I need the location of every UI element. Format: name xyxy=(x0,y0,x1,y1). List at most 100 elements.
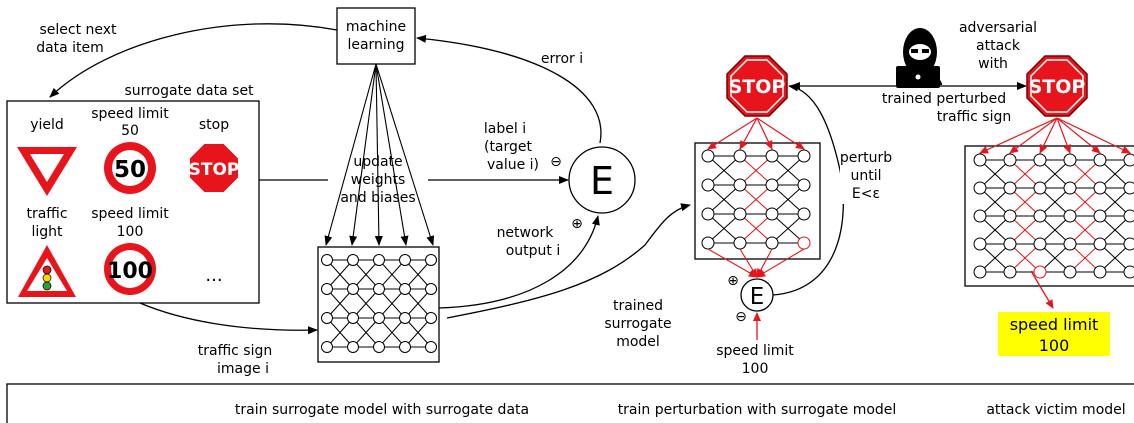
label-i-2: (target xyxy=(484,139,533,155)
network-edge xyxy=(771,184,805,215)
trained-surrogate-label-3: model xyxy=(616,334,660,350)
adversarial-label-1: adversarial xyxy=(959,20,1037,36)
trained-surrogate-arrow xyxy=(446,203,691,319)
input-arrow xyxy=(1056,117,1131,154)
traffic-sign-image-label-1: traffic sign xyxy=(198,343,272,359)
network-node xyxy=(425,283,437,295)
network-edge xyxy=(1099,159,1131,189)
network-node xyxy=(1003,237,1017,251)
network-node xyxy=(1033,209,1047,223)
network-edge xyxy=(707,184,741,215)
perturbation-stop-sign-border xyxy=(730,59,784,113)
input-arrow xyxy=(739,117,758,150)
speed-limit-50-label-2: 50 xyxy=(121,123,139,139)
traffic-light-yellow xyxy=(42,273,52,283)
dataset-ellipsis: ... xyxy=(205,265,222,286)
surrogate-data-set-title: surrogate data set xyxy=(124,83,254,99)
stop-sign-text: STOP xyxy=(189,160,240,180)
network-node xyxy=(321,312,333,324)
network-node xyxy=(733,207,747,221)
network-edge xyxy=(404,288,432,319)
trained-perturbed-label-1: trained perturbed xyxy=(882,91,1006,107)
network-node xyxy=(1063,237,1077,251)
trained-surrogate-label-2: surrogate xyxy=(604,316,671,332)
network-edge xyxy=(378,317,406,348)
machine-learning-label-1: machine xyxy=(346,19,406,35)
machine-learning-label-2: learning xyxy=(347,37,404,53)
network-node xyxy=(1123,181,1134,195)
network-edge xyxy=(1009,215,1041,245)
network-node xyxy=(1093,209,1107,223)
speed-limit-100-sign-text: 100 xyxy=(107,259,153,284)
yield-label: yield xyxy=(30,117,64,133)
network-node xyxy=(1063,265,1077,279)
network-node xyxy=(733,178,747,192)
network-edge xyxy=(1009,159,1041,189)
network-node xyxy=(347,254,359,266)
network-edge xyxy=(326,259,354,290)
error-node xyxy=(568,146,636,214)
label-i-3: value i) xyxy=(487,157,539,173)
victim-stop-sign-text: STOP xyxy=(1029,76,1086,98)
traffic-light-label-1: traffic xyxy=(26,206,67,222)
network-edge xyxy=(1039,187,1071,217)
network-edge xyxy=(1099,187,1131,217)
input-arrow xyxy=(756,117,773,150)
network-edge xyxy=(1069,187,1101,217)
input-arrow xyxy=(756,117,805,150)
network-edge xyxy=(979,243,1011,273)
network-output-arrow xyxy=(438,215,600,309)
network-node xyxy=(1093,265,1107,279)
phase-attack: attack victim model xyxy=(986,402,1125,418)
network-node xyxy=(701,236,715,250)
network-node xyxy=(733,236,747,250)
network-edge xyxy=(1009,243,1041,273)
input-arrow xyxy=(1039,117,1058,154)
label-i-1: label i xyxy=(484,121,526,137)
network-node xyxy=(425,312,437,324)
perturbation-stop-sign-text: STOP xyxy=(729,76,786,98)
network-edge xyxy=(1009,187,1041,217)
network-edge xyxy=(707,213,741,244)
error-arrow xyxy=(416,34,602,144)
network-node xyxy=(701,207,715,221)
network-node xyxy=(797,149,811,163)
network-edge xyxy=(404,317,432,348)
network-node xyxy=(1033,237,1047,251)
speed-limit-100-label-2: 100 xyxy=(117,224,144,240)
network-node xyxy=(1033,181,1047,195)
network-node xyxy=(1003,209,1017,223)
network-node xyxy=(1093,153,1107,167)
input-arrow xyxy=(707,117,758,150)
network-edge xyxy=(1069,243,1101,273)
speed-limit-target-label-2: 100 xyxy=(742,361,769,377)
surrogate-network xyxy=(321,254,437,353)
network-node xyxy=(797,207,811,221)
network-node xyxy=(373,254,385,266)
network-node xyxy=(765,207,779,221)
network-output-label-1: network xyxy=(497,225,555,241)
network-edge xyxy=(1099,215,1131,245)
network-node xyxy=(1123,153,1134,167)
minus-sign-e2: ⊖ xyxy=(735,309,747,325)
network-edge xyxy=(352,259,380,290)
network-node xyxy=(1123,265,1134,279)
input-arrow xyxy=(1056,117,1101,154)
network-edge xyxy=(739,155,773,186)
network-edge xyxy=(979,215,1011,245)
stop-sign-icon xyxy=(188,142,240,194)
speed-limit-50-sign-text: 50 xyxy=(114,157,146,183)
network-node xyxy=(347,283,359,295)
network-node xyxy=(765,149,779,163)
trained-surrogate-label-1: trained xyxy=(613,298,663,314)
network-edge xyxy=(352,317,380,348)
victim-output-label-1: speed limit xyxy=(1010,315,1099,334)
perturb-until-label-2: until xyxy=(850,168,881,184)
speed-limit-50-inner xyxy=(112,150,148,186)
speed-limit-50-label-1: speed limit xyxy=(91,106,169,122)
network-node xyxy=(347,341,359,353)
network-node xyxy=(321,341,333,353)
network-node xyxy=(399,312,411,324)
network-output-label-2: output i xyxy=(506,243,561,259)
traffic-light-red xyxy=(42,265,52,275)
